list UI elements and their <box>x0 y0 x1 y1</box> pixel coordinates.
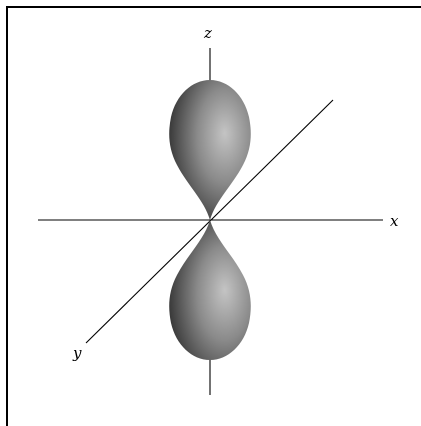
x-axis-label: x <box>390 212 399 230</box>
z-axis-label: z <box>203 24 212 42</box>
y-axis-label: y <box>72 344 82 362</box>
orbital-lobe-upper <box>169 80 251 220</box>
y-axis-line <box>85 99 334 344</box>
orbital-lobe-lower <box>169 220 251 360</box>
